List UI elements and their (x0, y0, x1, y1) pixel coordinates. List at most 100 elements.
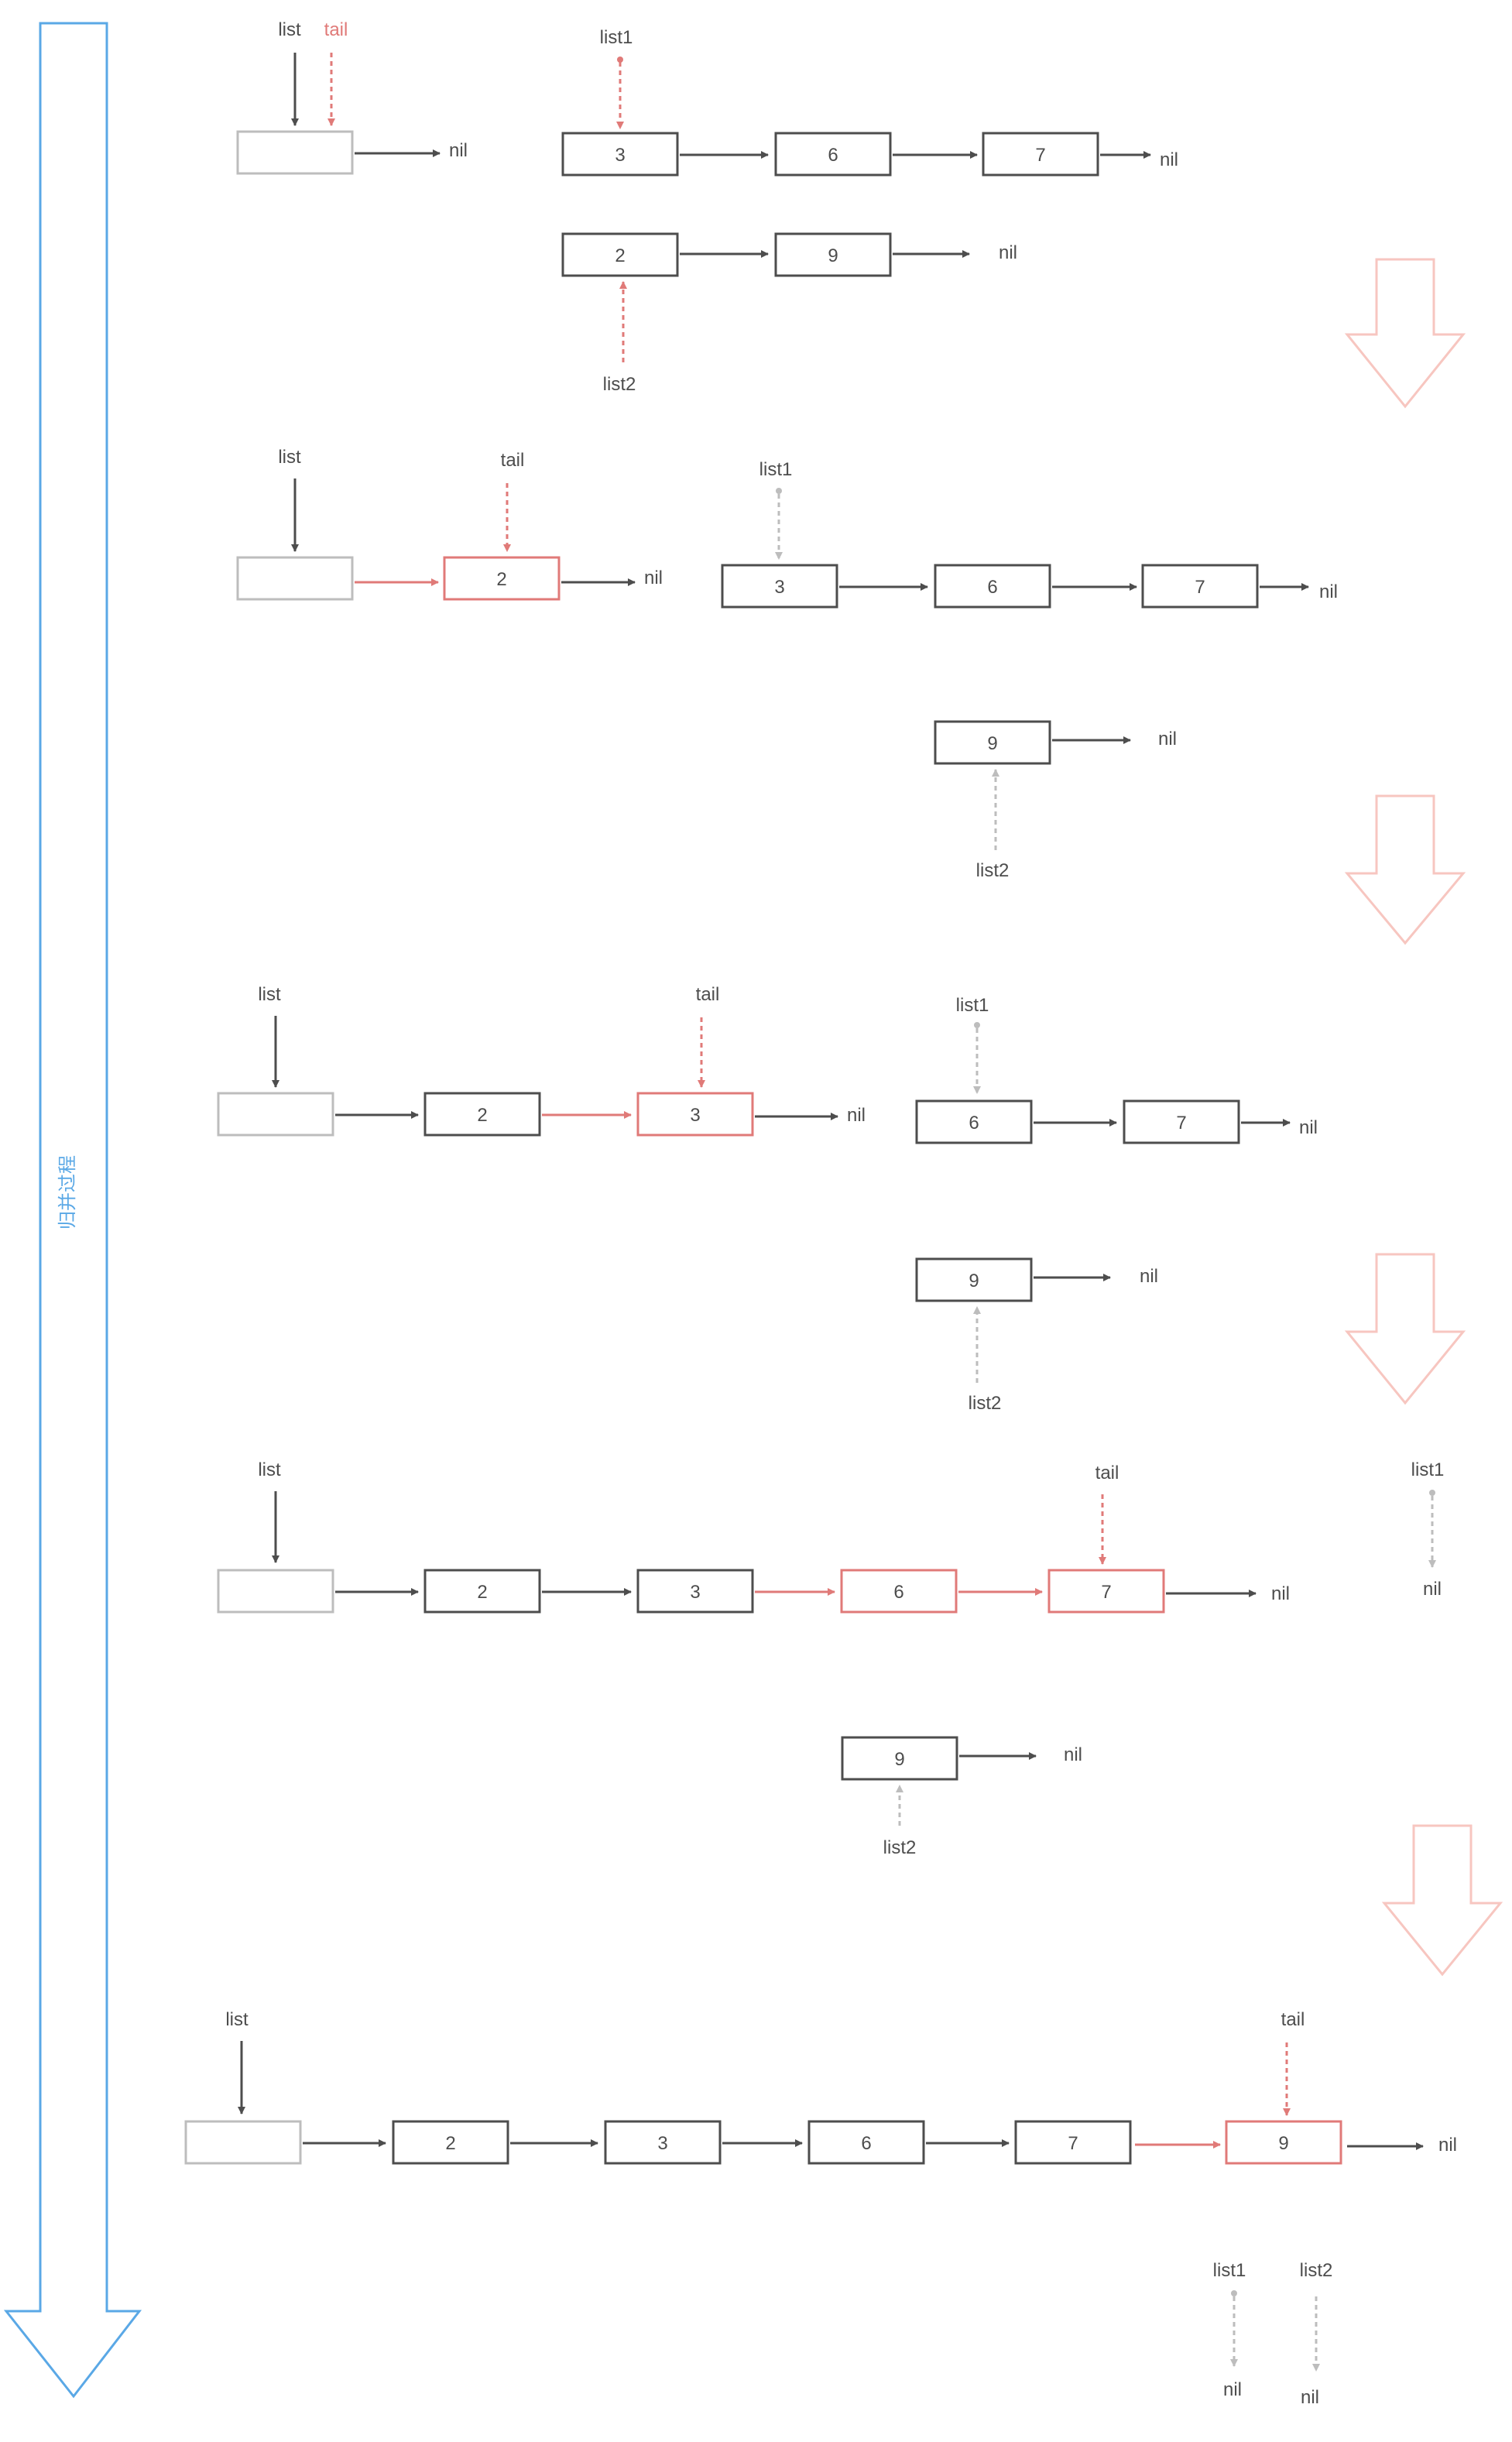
nil-label: nil (1319, 581, 1338, 602)
list2-node (841, 1736, 958, 1781)
list2-node-value: 9 (828, 245, 838, 266)
nil-label: nil (644, 568, 663, 588)
list1-node (915, 1099, 1033, 1144)
tail-pointer-label: tail (1281, 2009, 1305, 2030)
step-2: list 2 tail nil list1 3 6 7 nil 9 nil li… (236, 447, 1338, 881)
nil-label: nil (1160, 149, 1178, 170)
list2-node-value: 2 (615, 245, 625, 266)
list2-pointer-label: list2 (969, 1393, 1002, 1414)
merged-node (636, 1569, 754, 1614)
list-pointer-label: list (278, 19, 301, 40)
dummy-node (217, 1092, 334, 1137)
list2-node-value: 9 (894, 1749, 904, 1770)
nil-label: nil (1301, 2387, 1319, 2408)
step-arrow-4 (1381, 1824, 1503, 1977)
dummy-node (236, 130, 354, 175)
list2-node-value: 9 (969, 1271, 979, 1291)
nil-label: nil (1223, 2379, 1242, 2400)
merged-node (807, 2120, 925, 2165)
list1-pointer-label: list1 (600, 27, 633, 48)
list2-node (915, 1257, 1033, 1302)
nil-label: nil (1064, 1744, 1082, 1765)
process-label: 归并过程 (57, 1155, 78, 1230)
list2-pointer-label: list2 (603, 374, 636, 395)
list1-node-value: 7 (1176, 1113, 1186, 1134)
merged-node (604, 2120, 722, 2165)
step-3: list 2 3 tail nil list1 6 7 nil 9 nil li… (217, 984, 1318, 1414)
list1-node-value: 7 (1035, 145, 1045, 166)
merged-node-value: 3 (657, 2133, 667, 2154)
merged-node (392, 2120, 509, 2165)
list1-node (561, 132, 679, 177)
merged-node (1225, 2120, 1342, 2165)
dummy-node (217, 1569, 334, 1614)
list1-node-value: 3 (615, 145, 625, 166)
step-arrow-3 (1344, 1253, 1466, 1405)
list1-node (934, 564, 1051, 609)
list1-node-value: 6 (969, 1113, 979, 1134)
process-arrow: 归并过程 (3, 22, 142, 2399)
merged-node (423, 1092, 541, 1137)
merged-node-value: 7 (1068, 2133, 1078, 2154)
list1-node (774, 132, 892, 177)
list1-node (1141, 564, 1259, 609)
merged-node-value: 2 (496, 569, 506, 590)
list1-node (721, 564, 838, 609)
merged-node (840, 1569, 958, 1614)
list1-node-value: 6 (987, 577, 997, 598)
nil-label: nil (1140, 1266, 1158, 1287)
tail-pointer-label: tail (324, 19, 348, 40)
merged-node (636, 1092, 754, 1137)
list-pointer-label: list (225, 2009, 249, 2030)
merged-node-value: 2 (445, 2133, 455, 2154)
list2-pointer-label: list2 (1300, 2260, 1333, 2281)
list2-pointer-label: list2 (883, 1837, 917, 1858)
tail-pointer-label: tail (696, 984, 720, 1005)
list-pointer-label: list (258, 1459, 281, 1480)
merged-node-value: 7 (1101, 1582, 1111, 1603)
list-pointer-label: list (258, 984, 281, 1005)
step-4: list 2 3 6 7 tail nil list1 nil 9 nil li… (217, 1459, 1444, 1858)
merged-node-value: 6 (861, 2133, 871, 2154)
list1-node-value: 6 (828, 145, 838, 166)
merged-node-value: 3 (690, 1582, 700, 1603)
list1-pointer-label: list1 (956, 995, 989, 1016)
tail-pointer-label: tail (501, 450, 525, 471)
list2-pointer-label: list2 (976, 860, 1010, 881)
nil-label: nil (1299, 1117, 1318, 1138)
list1-node-value: 3 (774, 577, 784, 598)
nil-label: nil (1158, 729, 1177, 749)
nil-label: nil (1438, 2135, 1457, 2156)
merged-node-value: 3 (690, 1105, 700, 1126)
list1-pointer-label: list1 (1213, 2260, 1246, 2281)
step-arrow-1 (1344, 258, 1466, 409)
list2-node (561, 232, 679, 277)
nil-label: nil (1271, 1583, 1290, 1604)
nil-label: nil (847, 1105, 866, 1126)
merged-node-value: 9 (1278, 2133, 1288, 2154)
merged-node-value: 2 (477, 1582, 487, 1603)
nil-label: nil (449, 140, 468, 161)
step-5: list 2 3 6 7 9 tail nil list1 nil list2 … (184, 2009, 1457, 2408)
list2-node-value: 9 (987, 733, 997, 754)
list2-node (934, 720, 1051, 765)
list1-node-value: 7 (1195, 577, 1205, 598)
merged-node-value: 6 (893, 1582, 903, 1603)
step-arrow-2 (1344, 794, 1466, 945)
list1-node (982, 132, 1099, 177)
tail-pointer-label: tail (1095, 1463, 1119, 1483)
dummy-node (184, 2120, 302, 2165)
nil-label: nil (1423, 1579, 1442, 1600)
list1-pointer-label: list1 (759, 459, 793, 480)
merged-node-value: 2 (477, 1105, 487, 1126)
dummy-node (236, 556, 354, 601)
step-1: list tail nil list1 3 6 7 nil 2 9 nil li… (236, 19, 1178, 395)
merged-node (1047, 1569, 1165, 1614)
nil-label: nil (999, 242, 1017, 263)
merged-node (443, 556, 561, 601)
list-pointer-label: list (278, 447, 301, 468)
merged-node (1014, 2120, 1132, 2165)
list1-node (1123, 1099, 1240, 1144)
merged-node (423, 1569, 541, 1614)
